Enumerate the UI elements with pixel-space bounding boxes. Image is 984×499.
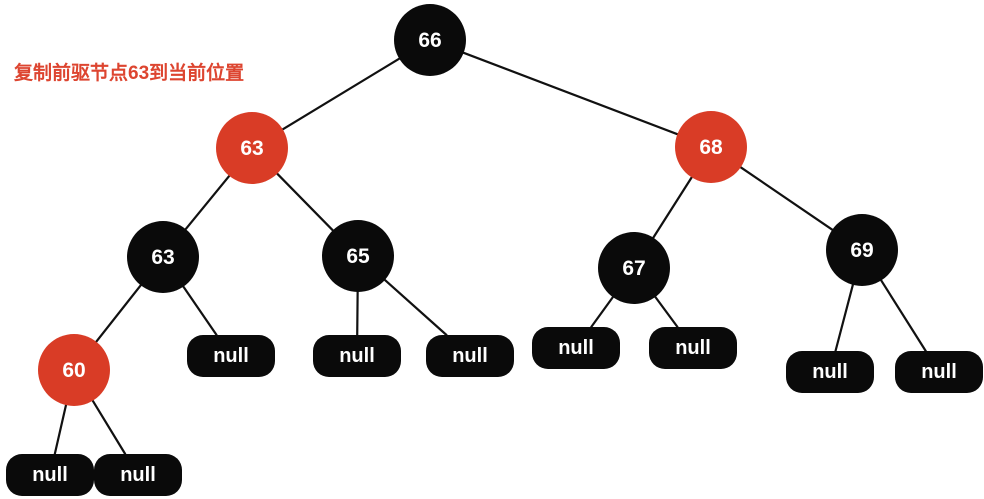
tree-node-n67[interactable]: 67 [598, 232, 670, 304]
tree-edge-n67-to-null67r [654, 295, 679, 329]
tree-node-null69r[interactable]: null [895, 351, 983, 393]
tree-edge-n67-to-null67l [590, 296, 614, 329]
tree-node-null67r[interactable]: null [649, 327, 737, 369]
tree-edge-n68-to-n69 [739, 166, 834, 231]
tree-node-n63red[interactable]: 63 [216, 112, 288, 184]
tree-edge-n63red-to-n65 [276, 172, 334, 232]
tree-edge-n65-to-null65r [383, 278, 448, 337]
tree-node-n66[interactable]: 66 [394, 4, 466, 76]
tree-node-null63r[interactable]: null [187, 335, 275, 377]
tree-edge-n66-to-n63red [281, 57, 401, 131]
tree-node-n63black[interactable]: 63 [127, 221, 199, 293]
tree-node-n60[interactable]: 60 [38, 334, 110, 406]
tree-node-null65r[interactable]: null [426, 335, 514, 377]
tree-edge-n66-to-n68 [462, 51, 679, 136]
tree-edge-n69-to-null69l [834, 283, 854, 353]
tree-edge-n69-to-null69r [880, 279, 927, 353]
annotation-label: 复制前驱节点63到当前位置 [14, 63, 245, 84]
tree-node-null69l[interactable]: null [786, 351, 874, 393]
tree-node-n65[interactable]: 65 [322, 220, 394, 292]
tree-node-n69[interactable]: 69 [826, 214, 898, 286]
tree-node-null60r[interactable]: null [94, 454, 182, 496]
tree-node-n68[interactable]: 68 [675, 111, 747, 183]
tree-node-null67l[interactable]: null [532, 327, 620, 369]
tree-edge-n63black-to-n60 [95, 284, 142, 343]
tree-edge-n68-to-n67 [652, 176, 693, 239]
tree-edge-n63black-to-null63r [182, 285, 218, 337]
tree-edge-n63red-to-n63black [184, 174, 231, 231]
tree-node-null60l[interactable]: null [6, 454, 94, 496]
tree-node-null65l[interactable]: null [313, 335, 401, 377]
tree-edge-n60-to-null60r [91, 399, 127, 456]
tree-edge-n60-to-null60l [53, 403, 68, 456]
